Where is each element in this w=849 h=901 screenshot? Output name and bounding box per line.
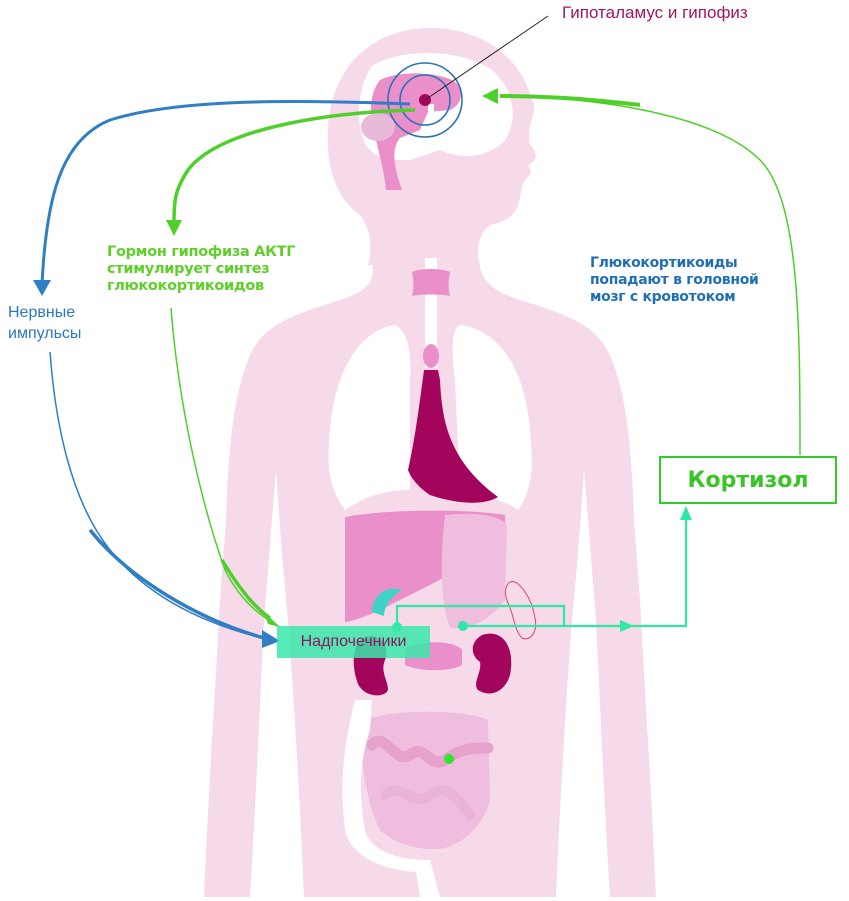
- adrenal-glands-box: Надпочечники: [277, 626, 430, 658]
- nerve-arrow-top: [40, 99, 411, 286]
- acth-label: Гормон гипофиза АКТГ стимулирует синтез …: [107, 244, 296, 294]
- adrenal-glands-label: Надпочечники: [300, 633, 407, 650]
- secretion-arrowhead-mid: [620, 620, 634, 632]
- acth-arrowhead-top: [166, 220, 182, 236]
- nerve-arrow-bottom-thick: [88, 528, 265, 640]
- cortisol-label: Кортизол: [687, 467, 809, 493]
- colon: [342, 700, 440, 897]
- lung-left: [328, 325, 411, 510]
- adrenal-dot-right: [458, 621, 468, 631]
- hypothalamus-pituitary-label: Гипоталамус и гипофиз: [562, 3, 748, 22]
- cerebellum: [361, 113, 395, 141]
- nerve-arrowhead-bottom: [262, 630, 280, 648]
- intestines: [362, 711, 494, 850]
- nerve-arrowhead-top: [33, 280, 51, 296]
- kidney-right: [472, 633, 512, 694]
- esophagus-node: [423, 344, 439, 368]
- cortisol-box: Кортизол: [659, 456, 837, 504]
- secretion-arrowhead-up: [680, 506, 692, 520]
- glucocorticoids-label: Глюкокортикоиды попадают в головной мозг…: [590, 255, 759, 305]
- spleen-outline: [505, 581, 537, 640]
- acth-arrow-top: [172, 108, 416, 223]
- feedback-arrow: [499, 95, 801, 456]
- acth-arrowhead-bottom: [264, 612, 280, 627]
- nerve-impulses-label: Нервные импульсы: [8, 304, 82, 342]
- pituitary-stalk: [428, 104, 434, 122]
- feedback-arrowhead: [482, 88, 498, 104]
- stomach: [441, 513, 507, 629]
- target-outer-ring: [387, 62, 463, 138]
- intestine-green-dot: [444, 754, 454, 764]
- adrenal-gland: [372, 588, 402, 616]
- secretion-flow: [395, 518, 688, 628]
- feedback-arrow-thick: [499, 94, 641, 107]
- heart: [408, 370, 498, 503]
- thyroid: [412, 269, 450, 296]
- title-leader-line: [424, 15, 549, 101]
- target-inner-ring: [399, 74, 451, 126]
- acth-arrow-bottom: [170, 307, 273, 623]
- lung-right: [452, 325, 532, 510]
